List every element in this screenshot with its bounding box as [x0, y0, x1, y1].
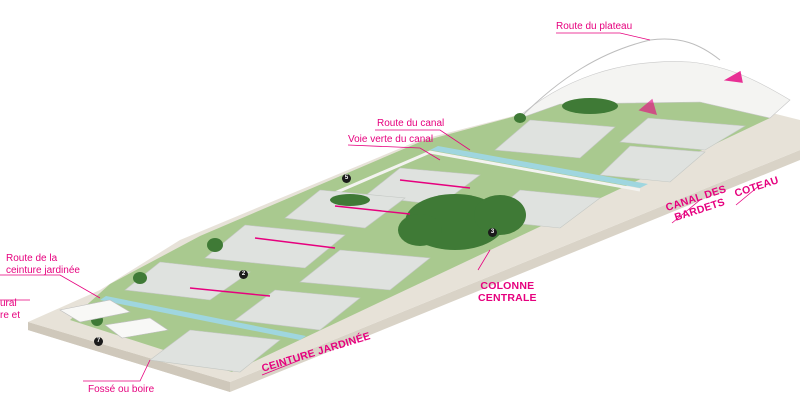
route-ceinture-line2: ceinture jardinée: [6, 264, 80, 276]
coteau-hill: [514, 61, 791, 121]
marker-5: 5: [342, 174, 351, 183]
colonne-line2: CENTRALE: [478, 292, 537, 305]
rural-line1: ural: [0, 298, 17, 309]
leader-lines: [0, 32, 761, 382]
marker-3: 3: [488, 228, 497, 237]
tree-clusters: [91, 98, 618, 326]
route-ceinture-label: Route de la ceinture jardinée: [6, 253, 80, 276]
rural-label: ural re et: [0, 298, 20, 321]
base-left-side: [28, 322, 230, 392]
route-plateau-label: Route du plateau: [556, 21, 633, 32]
marker-2: 2: [239, 270, 248, 279]
fosse-label: Fossé ou boire: [88, 384, 155, 395]
pink-arrows: [189, 70, 743, 297]
canal-band-lower: [100, 296, 306, 340]
marker-7: 7: [94, 337, 103, 346]
voie-verte-label: Voie verte du canal: [348, 134, 434, 145]
rural-line2: re et: [0, 309, 21, 321]
route-canal-label: Route du canal: [377, 118, 445, 129]
canal-band: [430, 146, 648, 188]
buildings: [59, 299, 169, 339]
route-ceinture-line1: Route de la: [6, 253, 58, 264]
colonne-line1: COLONNE: [480, 280, 535, 292]
voie-verte-line: [299, 150, 641, 210]
route-plateau-road: [519, 38, 721, 119]
colonne-centrale-label: COLONNE CENTRALE: [478, 280, 537, 304]
